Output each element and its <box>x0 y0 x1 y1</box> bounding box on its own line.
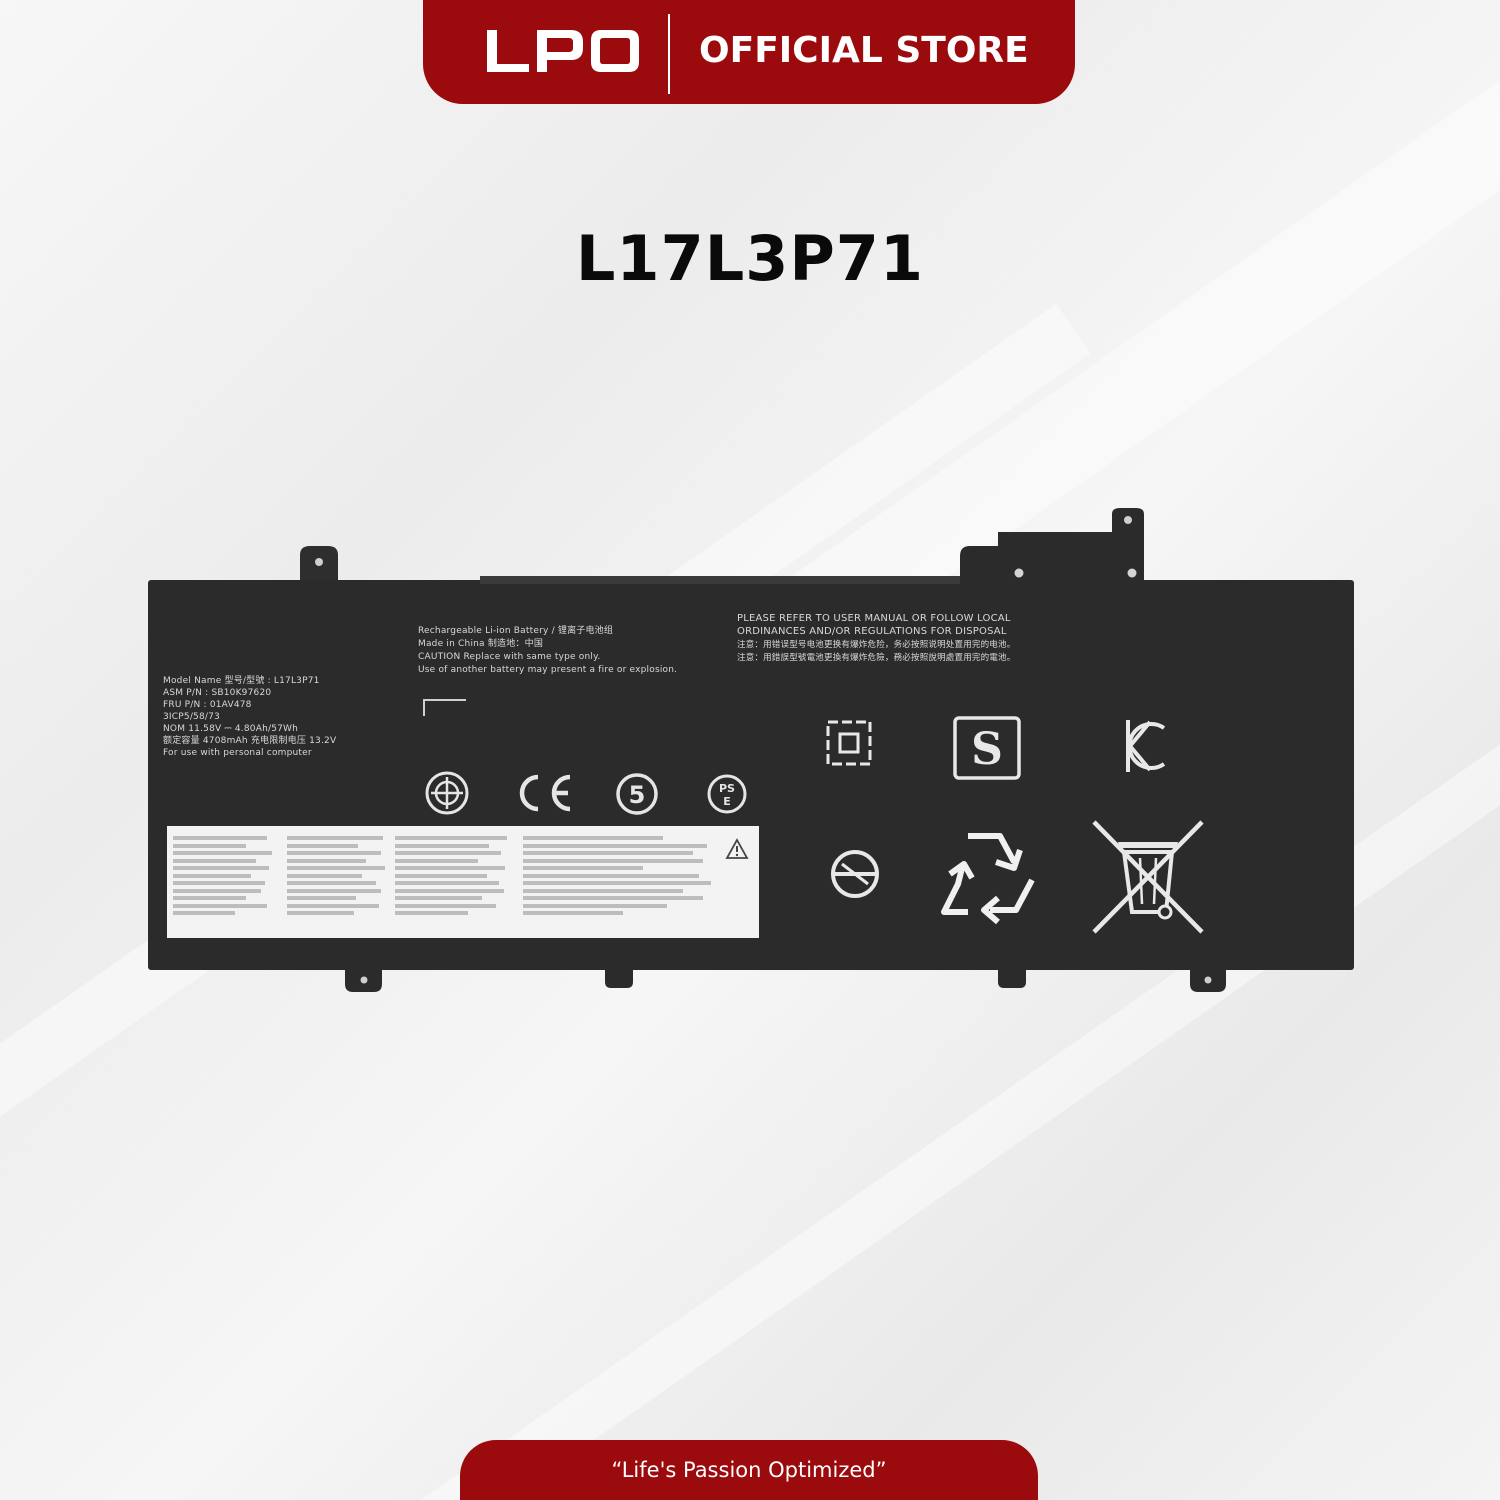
svg-text:PS: PS <box>719 782 735 795</box>
kc-mark-icon <box>1126 720 1166 772</box>
svg-text:S: S <box>971 724 1003 775</box>
certification-circle-icon <box>425 771 469 815</box>
spec-line: ASM P/N : SB10K97620 <box>163 688 272 698</box>
warning-column <box>395 836 513 919</box>
china-recycle-square-icon <box>826 720 872 766</box>
caution-line: Rechargeable Li-ion Battery / 锂离子电池组 <box>418 626 614 636</box>
disposal-line: PLEASE REFER TO USER MANUAL OR FOLLOW LO… <box>737 613 1011 624</box>
spec-line: NOM 11.58V ⎓ 4.80Ah/57Wh <box>163 724 299 734</box>
store-banner: OFFICIAL STORE <box>423 0 1075 104</box>
spec-line: 3ICP5/58/73 <box>163 712 220 722</box>
caution-line: CAUTION Replace with same type only. <box>418 652 601 662</box>
warning-column <box>287 836 391 919</box>
slogan-banner: “Life's Passion Optimized” <box>460 1440 1038 1500</box>
disposal-circle-icon <box>831 850 879 898</box>
warning-column <box>173 836 277 919</box>
pse-mark-icon: PS E <box>707 774 747 814</box>
safety-s-mark-icon: S <box>953 716 1021 780</box>
banner-divider <box>668 14 670 94</box>
warning-triangle-icon <box>725 838 749 859</box>
caution-line: Made in China 制造地：中国 <box>418 639 544 649</box>
ce-mark-icon <box>519 774 571 812</box>
product-model-title: L17L3P71 <box>575 222 925 295</box>
brand-slogan: “Life's Passion Optimized” <box>611 1458 887 1482</box>
warning-column <box>523 836 723 919</box>
weee-crossed-bin-icon <box>1092 820 1204 934</box>
spec-line: For use with personal computer <box>163 748 312 758</box>
svg-text:E: E <box>723 795 731 808</box>
svg-text:5: 5 <box>629 781 646 809</box>
spec-line: 额定容量 4708mAh 充电限制电压 13.2V <box>163 736 337 746</box>
spec-line: FRU P/N : 01AV478 <box>163 700 252 710</box>
disposal-line: 注意：用錯誤型號電池更換有爆炸危險，務必按照說明處置用完的電池。 <box>737 653 1016 663</box>
caution-line: Use of another battery may present a fir… <box>418 665 678 675</box>
official-store-label: OFFICIAL STORE <box>699 30 1029 71</box>
recycling-number-icon: 5 <box>616 773 658 815</box>
recycle-arrows-icon <box>941 833 1035 925</box>
lpo-logo <box>487 30 639 72</box>
spec-line: Model Name 型号/型號 : L17L3P71 <box>163 676 320 686</box>
disposal-line: ORDINANCES AND/OR REGULATIONS FOR DISPOS… <box>737 626 1007 637</box>
disposal-line: 注意：用错误型号电池更换有爆炸危险，务必按照说明处置用完的电池。 <box>737 640 1016 650</box>
battery-warning-panel <box>167 826 759 938</box>
